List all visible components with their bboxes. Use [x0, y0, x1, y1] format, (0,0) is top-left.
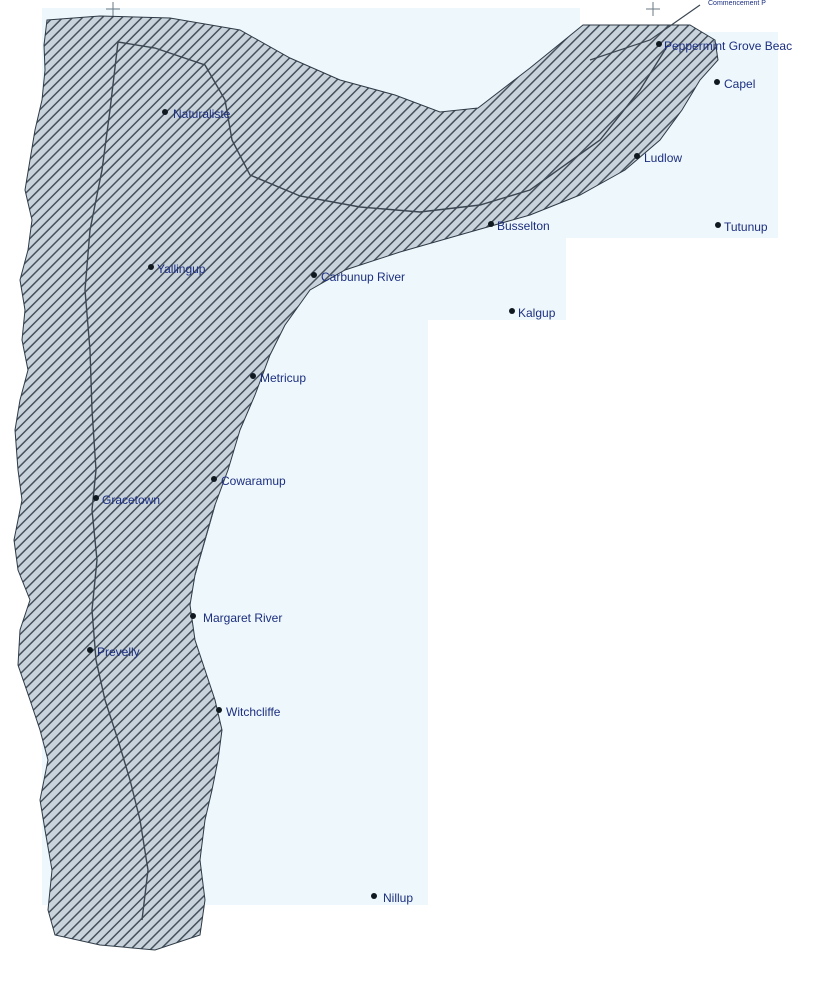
- place-naturaliste[interactable]: Naturaliste: [162, 107, 231, 121]
- place-capel[interactable]: Capel: [714, 77, 755, 91]
- place-tutunup[interactable]: Tutunup: [715, 220, 768, 234]
- svg-text:Carbunup River: Carbunup River: [321, 270, 405, 284]
- place-kalgup[interactable]: Kalgup: [509, 306, 556, 320]
- place-prevelly[interactable]: Prevelly: [87, 645, 140, 659]
- svg-text:Tutunup: Tutunup: [724, 220, 768, 234]
- place-yallingup[interactable]: Yallingup: [148, 262, 206, 276]
- svg-text:Prevelly: Prevelly: [97, 645, 140, 659]
- hatched-region: [13, 15, 719, 951]
- svg-text:Yallingup: Yallingup: [157, 262, 206, 276]
- place-ludlow[interactable]: Ludlow: [634, 151, 682, 165]
- svg-text:Witchcliffe: Witchcliffe: [226, 705, 281, 719]
- inner-boundary-line: [84, 41, 669, 921]
- places-layer: Peppermint Grove Beac Capel Naturaliste …: [87, 0, 792, 905]
- svg-text:Capel: Capel: [724, 77, 755, 91]
- place-gracetown[interactable]: Gracetown: [93, 493, 160, 507]
- svg-text:Cowaramup: Cowaramup: [221, 474, 286, 488]
- svg-text:Margaret River: Margaret River: [203, 611, 282, 625]
- svg-text:Gracetown: Gracetown: [102, 493, 160, 507]
- svg-text:Metricup: Metricup: [260, 371, 306, 385]
- coast-line: [194, 4, 701, 576]
- place-busselton[interactable]: Busselton: [488, 219, 550, 233]
- place-nillup[interactable]: Nillup: [371, 891, 413, 905]
- place-metricup[interactable]: Metricup: [250, 371, 306, 385]
- place-peppermint-grove-beach[interactable]: Peppermint Grove Beac: [656, 39, 792, 53]
- grid-ticks: [106, 2, 660, 16]
- place-margaret-river[interactable]: Margaret River: [190, 611, 282, 625]
- corner-label: Commencement P: [708, 0, 766, 7]
- svg-text:Kalgup: Kalgup: [518, 306, 556, 320]
- place-witchcliffe[interactable]: Witchcliffe: [216, 705, 281, 719]
- svg-text:Peppermint Grove Beac: Peppermint Grove Beac: [664, 39, 792, 53]
- place-cowaramup[interactable]: Cowaramup: [211, 474, 286, 488]
- svg-text:Naturaliste: Naturaliste: [173, 107, 231, 121]
- place-carbunup-river[interactable]: Carbunup River: [311, 270, 405, 284]
- svg-text:Ludlow: Ludlow: [644, 151, 682, 165]
- svg-text:Busselton: Busselton: [497, 219, 550, 233]
- svg-text:Nillup: Nillup: [383, 891, 413, 905]
